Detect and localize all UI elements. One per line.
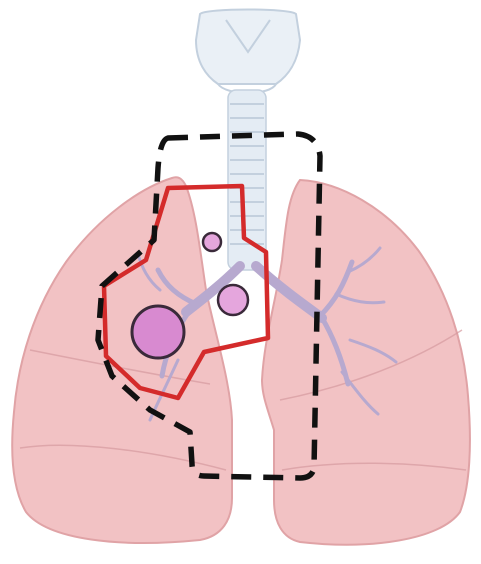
hilar-lymph-node: [218, 285, 248, 315]
larynx: [196, 10, 300, 94]
larynx-shape: [196, 10, 300, 85]
paratracheal-lymph-node: [203, 233, 221, 251]
trachea: [228, 90, 266, 270]
left-lung-shape: [262, 180, 470, 545]
left-lung: [262, 180, 470, 545]
primary-tumor: [132, 306, 184, 358]
